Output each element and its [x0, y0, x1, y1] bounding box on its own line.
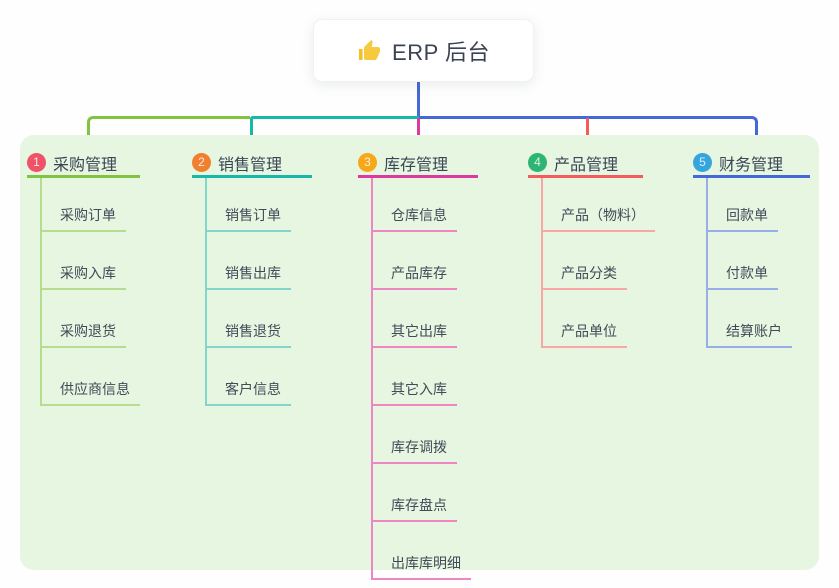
child-node[interactable]: 采购订单 [42, 178, 126, 232]
child-node[interactable]: 仓库信息 [373, 178, 457, 232]
connector-branch-sales [250, 116, 419, 153]
child-node[interactable]: 产品分类 [543, 232, 627, 290]
branch-title-purchase[interactable]: 1 采购管理 [27, 150, 140, 178]
branch-title-finance[interactable]: 5 财务管理 [693, 150, 810, 178]
branch-index-badge: 2 [192, 153, 211, 172]
branch-label: 库存管理 [384, 156, 449, 174]
child-node[interactable]: 产品单位 [543, 290, 627, 348]
child-node[interactable]: 库存调拨 [373, 406, 457, 464]
branch-label: 财务管理 [719, 156, 784, 174]
child-node[interactable]: 产品库存 [373, 232, 457, 290]
child-node[interactable]: 结算账户 [708, 290, 792, 348]
branch-title-product[interactable]: 4 产品管理 [528, 150, 643, 178]
branch-title-inventory[interactable]: 3 库存管理 [358, 150, 478, 178]
child-node[interactable]: 库存盘点 [373, 464, 457, 522]
root-node[interactable]: ERP 后台 [313, 19, 534, 82]
child-node[interactable]: 客户信息 [207, 348, 291, 406]
branch-product: 4 产品管理 产品（物料） 产品分类 产品单位 [528, 150, 655, 348]
branches-panel [20, 135, 819, 570]
thumbs-up-icon [359, 39, 381, 60]
branch-title-sales[interactable]: 2 销售管理 [192, 150, 312, 178]
branch-label: 销售管理 [218, 156, 283, 174]
child-node[interactable]: 其它入库 [373, 348, 457, 406]
root-label: ERP 后台 [392, 39, 490, 65]
child-node[interactable]: 销售订单 [207, 178, 291, 232]
branch-children: 回款单 付款单 结算账户 [706, 178, 810, 348]
branch-children: 采购订单 采购入库 采购退货 供应商信息 [40, 178, 140, 406]
branch-index-badge: 5 [693, 153, 712, 172]
branch-children: 仓库信息 产品库存 其它出库 其它入库 库存调拨 库存盘点 出库库明细 [371, 178, 478, 580]
connector-root-stem [417, 81, 420, 117]
branch-index-badge: 3 [358, 153, 377, 172]
child-node[interactable]: 供应商信息 [42, 348, 140, 406]
connector-branch-finance [419, 116, 758, 153]
branch-sales: 2 销售管理 销售订单 销售出库 销售退货 客户信息 [192, 150, 312, 406]
child-node[interactable]: 回款单 [708, 178, 778, 232]
branch-children: 产品（物料） 产品分类 产品单位 [541, 178, 655, 348]
branch-label: 产品管理 [554, 156, 619, 174]
child-node[interactable]: 采购退货 [42, 290, 126, 348]
branch-inventory: 3 库存管理 仓库信息 产品库存 其它出库 其它入库 库存调拨 库存盘点 出库库… [358, 150, 478, 580]
branch-index-badge: 1 [27, 153, 46, 172]
child-node[interactable]: 其它出库 [373, 290, 457, 348]
branch-label: 采购管理 [53, 156, 118, 174]
child-node[interactable]: 出库库明细 [373, 522, 471, 580]
branch-index-badge: 4 [528, 153, 547, 172]
child-node[interactable]: 产品（物料） [543, 178, 655, 232]
child-node[interactable]: 采购入库 [42, 232, 126, 290]
branch-finance: 5 财务管理 回款单 付款单 结算账户 [693, 150, 810, 348]
child-node[interactable]: 付款单 [708, 232, 778, 290]
branch-children: 销售订单 销售出库 销售退货 客户信息 [205, 178, 312, 406]
child-node[interactable]: 销售退货 [207, 290, 291, 348]
branch-purchase: 1 采购管理 采购订单 采购入库 采购退货 供应商信息 [27, 150, 140, 406]
connector-branch-purchase [87, 116, 250, 153]
child-node[interactable]: 销售出库 [207, 232, 291, 290]
